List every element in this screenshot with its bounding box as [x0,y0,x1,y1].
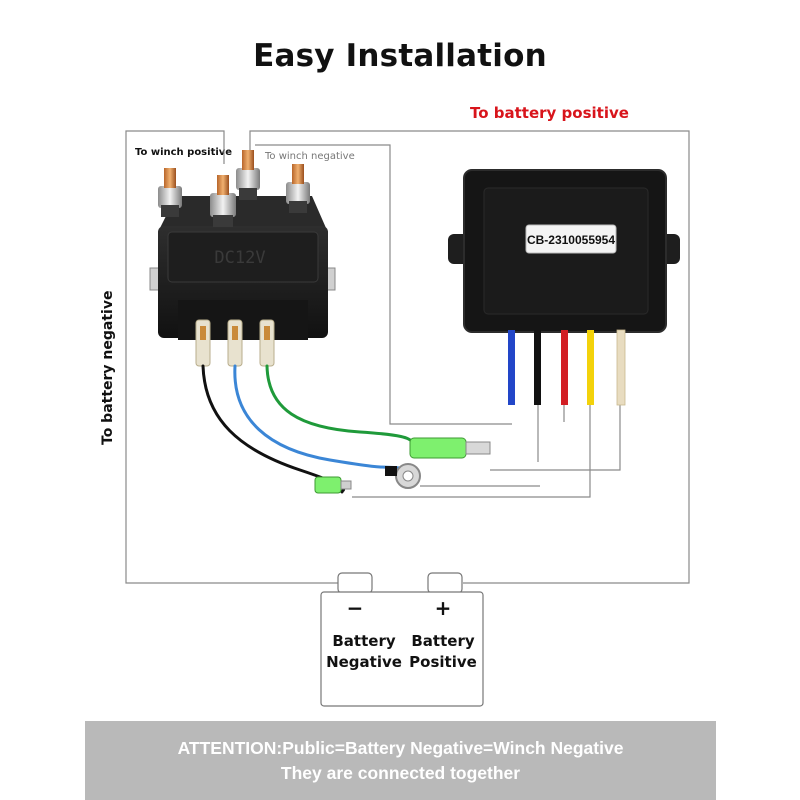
lead-red [561,330,568,405]
battery-body [320,591,484,707]
battery-terminal-negative [337,572,373,594]
lead-black [534,330,541,405]
wire-black [201,364,346,494]
stud-2 [210,175,236,227]
stud-4 [286,164,310,213]
label-to-winch-positive: To winch positive [135,147,233,158]
battery-negative-line1: Battery [332,632,396,650]
line-winch-negative [255,144,512,425]
battery-terminal-positive [427,572,463,594]
lead-white [616,329,626,406]
attention-banner: ATTENTION:Public=Battery Negative=Winch … [85,721,716,800]
solenoid-wires [201,364,491,494]
battery-negative-line2: Negative [326,653,402,671]
lead-blue [508,330,515,405]
page-title: Easy Installation [253,38,547,74]
attention-line-1: ATTENTION:Public=Battery Negative=Winch … [177,738,624,758]
connection-lines [125,130,690,584]
green-sleeve-large [409,437,467,459]
label-to-battery-positive: To battery positive [470,104,629,122]
stud-1 [158,168,182,217]
battery-positive-label: Battery Positive [405,631,481,673]
line-battery-positive [249,130,690,584]
line-battery-negative [125,130,338,584]
battery-positive-line1: Battery [411,632,475,650]
stud-3 [236,150,260,200]
battery-positive-line2: Positive [409,653,477,671]
winch-solenoid: DC12V [149,150,336,367]
green-sleeve-small [314,476,342,494]
spade-connectors [195,319,275,367]
control-box-code: CB-2310055954 [527,233,615,247]
line-yellow-wire [352,400,591,498]
control-box: CB-2310055954 [448,169,680,406]
battery-negative-label: Battery Negative [325,631,403,673]
battery [320,572,484,707]
battery-plus-icon: + [434,596,452,620]
battery-minus-icon: − [346,596,364,620]
solenoid-marking: DC12V [214,248,265,268]
wire-green [265,364,422,448]
lead-yellow [587,330,594,405]
control-box-label [525,224,617,254]
label-to-winch-negative: To winch negative [265,151,355,162]
line-white-wire [490,400,621,471]
attention-line-2: They are connected together [280,763,521,783]
